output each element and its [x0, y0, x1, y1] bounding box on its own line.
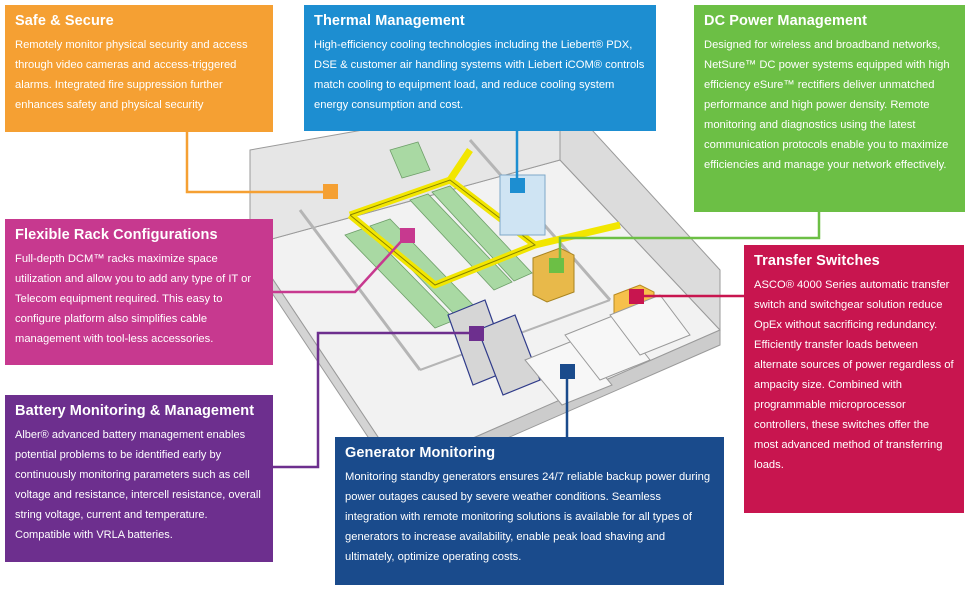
callout-flexible-rack-configurations: Flexible Rack Configurations Full-depth … — [5, 219, 273, 365]
safe-marker — [323, 184, 338, 199]
callout-title: Transfer Switches — [754, 253, 880, 269]
generator-enclosure — [524, 294, 691, 406]
dc-connector — [558, 212, 821, 265]
callout-title: Safe & Secure — [15, 13, 114, 29]
callout-thermal-management: Thermal Management High-efficiency cooli… — [304, 5, 656, 131]
callout-body: Alber® advanced battery management enabl… — [15, 429, 261, 541]
partition-wall — [298, 209, 422, 371]
callout-title: Thermal Management — [314, 13, 465, 29]
callout-title: Flexible Rack Configurations — [15, 227, 218, 243]
dc-power-cabinet — [532, 247, 575, 303]
callout-transfer-switches: Transfer Switches ASCO® 4000 Series auto… — [744, 245, 964, 513]
callout-body: Designed for wireless and broadband netw… — [704, 39, 950, 171]
dc-marker — [549, 258, 564, 273]
callout-battery-monitoring: Battery Monitoring & Management Alber® a… — [5, 395, 273, 562]
callout-title: Generator Monitoring — [345, 445, 496, 461]
ducting-outline — [349, 179, 537, 286]
rack-connector — [273, 234, 408, 294]
battery-rack — [447, 299, 541, 396]
callout-body: Remotely monitor physical security and a… — [15, 39, 248, 111]
safe-connector — [185, 132, 330, 194]
callout-title: Battery Monitoring & Management — [15, 403, 255, 419]
callout-safe-secure: Safe & Secure Remotely monitor physical … — [5, 5, 273, 132]
callout-title: DC Power Management — [704, 13, 868, 29]
connector-lines — [185, 131, 821, 469]
callout-dc-power-management: DC Power Management Designed for wireles… — [694, 5, 965, 212]
rack-marker — [400, 228, 415, 243]
thermal-marker — [510, 178, 525, 193]
transfer-marker — [629, 289, 644, 304]
callout-body: Full-depth DCM™ racks maximize space uti… — [15, 253, 252, 345]
callout-body: High-efficiency cooling technologies inc… — [314, 39, 645, 111]
generator-marker — [560, 364, 575, 379]
callout-generator-monitoring: Generator Monitoring Monitoring standby … — [335, 437, 724, 585]
battery-marker — [469, 326, 484, 341]
battery-connector — [273, 331, 476, 469]
callout-body: Monitoring standby generators ensures 24… — [345, 471, 711, 563]
callout-body: ASCO® 4000 Series automatic transfer swi… — [754, 279, 954, 471]
